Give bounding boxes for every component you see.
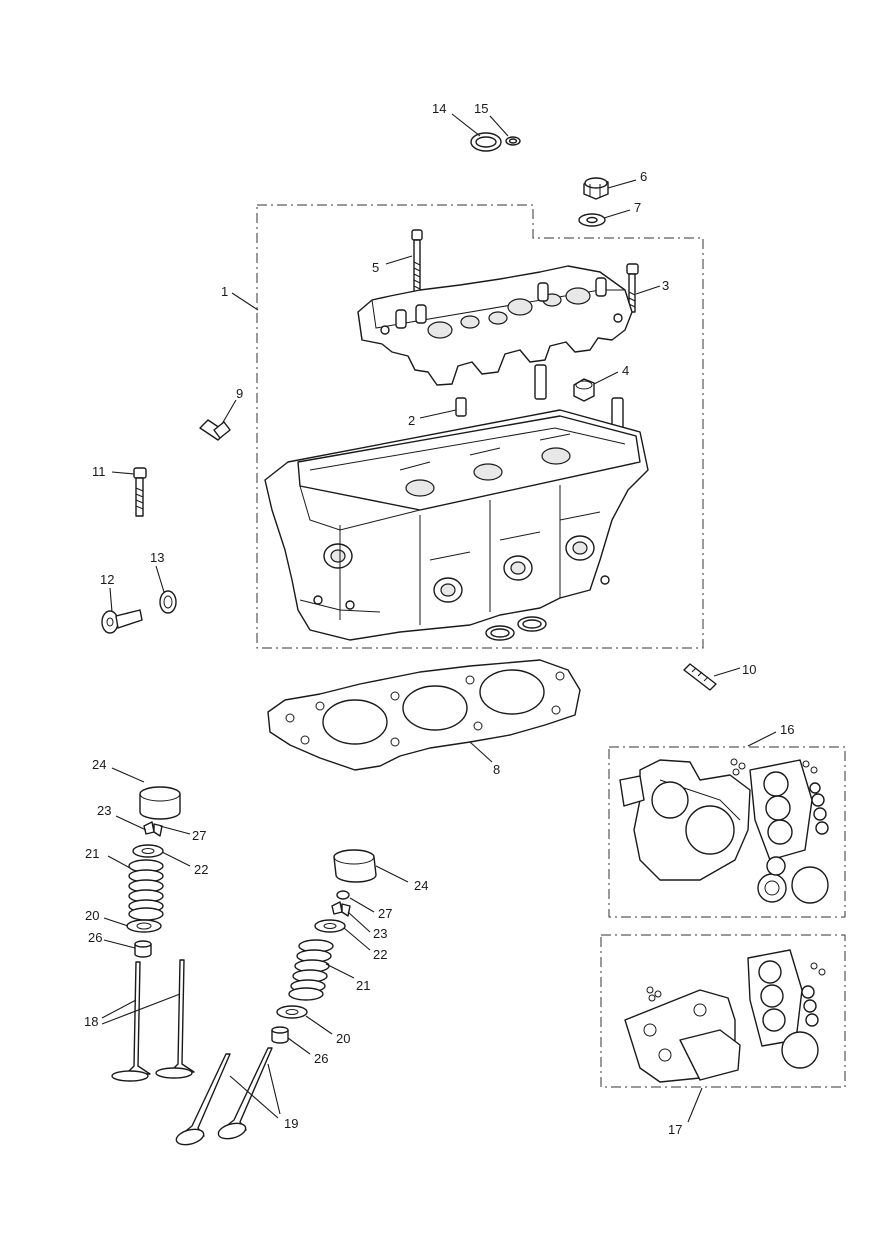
gasket-kit-frame-17 [600, 934, 846, 1088]
spring-seat-20-right [276, 1005, 308, 1019]
head-gasket-8 [267, 659, 581, 771]
cap-nut-6 [583, 177, 609, 200]
bolt-11 [133, 467, 147, 517]
callout-2: 2 [408, 413, 415, 428]
callout-19: 19 [284, 1116, 298, 1131]
cylinder-head [264, 409, 649, 641]
gasket-kit-frame-16 [608, 746, 846, 918]
callout-8: 8 [493, 762, 500, 777]
gasket-kit-17 [624, 949, 826, 1083]
spring-retainer-22-left [132, 844, 164, 858]
cylinder-head-assembly-frame [256, 204, 704, 649]
callout-26-left: 26 [88, 930, 102, 945]
callout-4: 4 [622, 363, 629, 378]
plug-4 [573, 378, 595, 402]
callout-27-right: 27 [378, 906, 392, 921]
camshaft-carrier [357, 265, 633, 386]
callout-22-left: 22 [194, 862, 208, 877]
callout-13: 13 [150, 550, 164, 565]
valve-spring-21-right [288, 939, 334, 1001]
washer-7 [578, 213, 606, 227]
spring-retainer-22-right [314, 919, 346, 933]
callout-6: 6 [640, 169, 647, 184]
callout-23-left: 23 [97, 803, 111, 818]
callout-22-right: 22 [373, 947, 387, 962]
dowel-tube [534, 364, 624, 433]
callout-21-right: 21 [356, 978, 370, 993]
callout-16: 16 [780, 722, 794, 737]
leader-lines [101, 113, 777, 1123]
callout-9: 9 [236, 386, 243, 401]
shim-27-right [336, 890, 350, 900]
port-seal-ring [485, 616, 547, 641]
collets-23-right [331, 901, 351, 917]
callout-20-right: 20 [336, 1031, 350, 1046]
callout-20-left: 20 [85, 908, 99, 923]
callout-3: 3 [662, 278, 669, 293]
bolt-5 [411, 229, 423, 295]
callout-labels: 14 15 6 7 5 3 1 4 2 9 11 13 12 10 8 16 1… [84, 101, 794, 1137]
callout-10: 10 [742, 662, 756, 677]
stem-seal-26-right [271, 1026, 289, 1044]
stem-seal-26-left [134, 940, 152, 958]
collets-23-left [143, 821, 163, 837]
stud-9 [199, 419, 231, 441]
intake-valves-18 [111, 959, 195, 1082]
bucket-tappet-24-right [333, 849, 377, 883]
dowel-2 [455, 397, 467, 417]
o-ring-15 [505, 136, 521, 146]
callout-24-left: 24 [92, 757, 106, 772]
callout-15: 15 [474, 101, 488, 116]
callout-27-left: 27 [192, 828, 206, 843]
callout-12: 12 [100, 572, 114, 587]
bolt-3 [626, 263, 639, 313]
spring-seat-20-left [126, 919, 162, 933]
callout-26-right: 26 [314, 1051, 328, 1066]
callout-17: 17 [668, 1122, 682, 1137]
callout-1: 1 [221, 284, 228, 299]
banjo-bolt-12 [101, 609, 143, 634]
valve-spring-21-left [128, 859, 164, 921]
callout-5: 5 [372, 260, 379, 275]
callout-11: 11 [92, 464, 106, 479]
callout-7: 7 [634, 200, 641, 215]
stud-10 [683, 663, 717, 691]
bucket-tappet-24-left [139, 786, 181, 820]
callout-18: 18 [84, 1014, 98, 1029]
callout-23-right: 23 [373, 926, 387, 941]
sealing-washer-13 [159, 590, 177, 614]
callout-21-left: 21 [85, 846, 99, 861]
callout-24-right: 24 [414, 878, 428, 893]
o-ring-14 [470, 132, 502, 152]
gasket-kit-16 [619, 758, 829, 904]
exhaust-valves-19 [175, 1047, 273, 1146]
callout-14: 14 [432, 101, 446, 116]
